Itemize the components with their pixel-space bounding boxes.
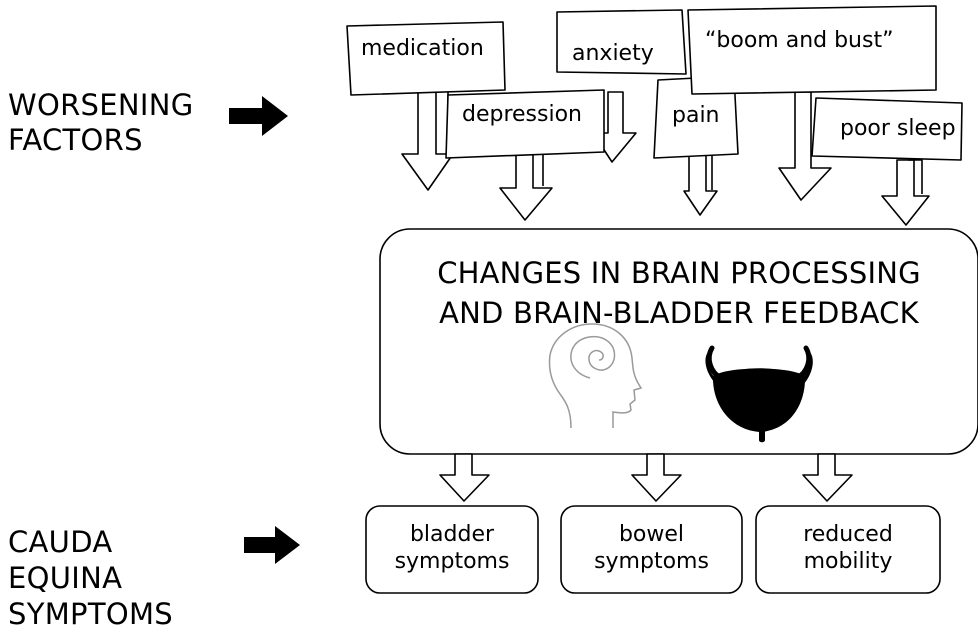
medication-box [346,21,506,96]
boom-and-bust-box [687,5,937,95]
cauda-equina-symptoms-label: CAUDA EQUINA SYMPTOMS [8,524,173,632]
bowel-down-arrow [631,453,682,502]
depression-label: depression [462,102,583,127]
bladder-line2: symptoms [394,549,510,574]
poor-sleep-box [811,97,963,161]
cauda-label-line1: CAUDA [8,525,113,559]
bladder-down-arrow [439,453,490,502]
poor-sleep-arrow-back [908,159,923,194]
mobility-down-arrow [802,453,853,502]
bowel-line1: bowel [618,522,685,547]
bladder-symptoms-label: bladder symptoms [366,521,538,575]
cauda-label-line3: SYMPTOMS [8,597,174,631]
reduced-mobility-label: reduced mobility [756,521,940,575]
bowel-symptoms-label: bowel symptoms [561,521,742,575]
mobility-line2: mobility [803,549,893,574]
bowel-line2: symptoms [594,549,709,574]
cauda-pointer-arrow [244,526,300,564]
reduced-mobility-box [755,505,941,594]
medication-arrow [401,89,454,191]
poor-sleep-arrow [881,159,930,226]
center-title-line1: CHANGES IN BRAIN PROCESSING [437,256,921,290]
worsening-pointer-arrow [229,96,288,136]
depression-arrow [499,149,553,221]
anxiety-label: anxiety [572,41,654,66]
center-box [379,228,978,455]
bladder-symptoms-box [365,505,539,594]
center-title-line2: AND BRAIN-BLADDER FEEDBACK [439,296,919,330]
worsening-label-line2: FACTORS [8,123,143,157]
worsening-factors-label: WORSENING FACTORS [8,88,194,158]
boom-and-bust-label: “boom and bust” [705,28,894,53]
pain-label: pain [672,103,720,128]
cauda-label-line2: EQUINA [8,561,123,595]
bladder-icon-tube-right [794,345,812,381]
poor-sleep-label: poor sleep [840,116,956,141]
depression-box [445,89,605,159]
bowel-symptoms-box [560,505,743,594]
anxiety-box [556,9,687,75]
medication-label: medication [361,36,484,61]
boom-and-bust-arrow [778,91,832,201]
pain-arrow [683,153,718,216]
bladder-icon-body [712,368,806,432]
worsening-label-line1: WORSENING [8,88,194,122]
bladder-icon-tube-left [706,345,724,381]
bladder-line1: bladder [409,522,495,547]
brain-head-icon [548,323,643,429]
mobility-line1: reduced [803,522,893,547]
